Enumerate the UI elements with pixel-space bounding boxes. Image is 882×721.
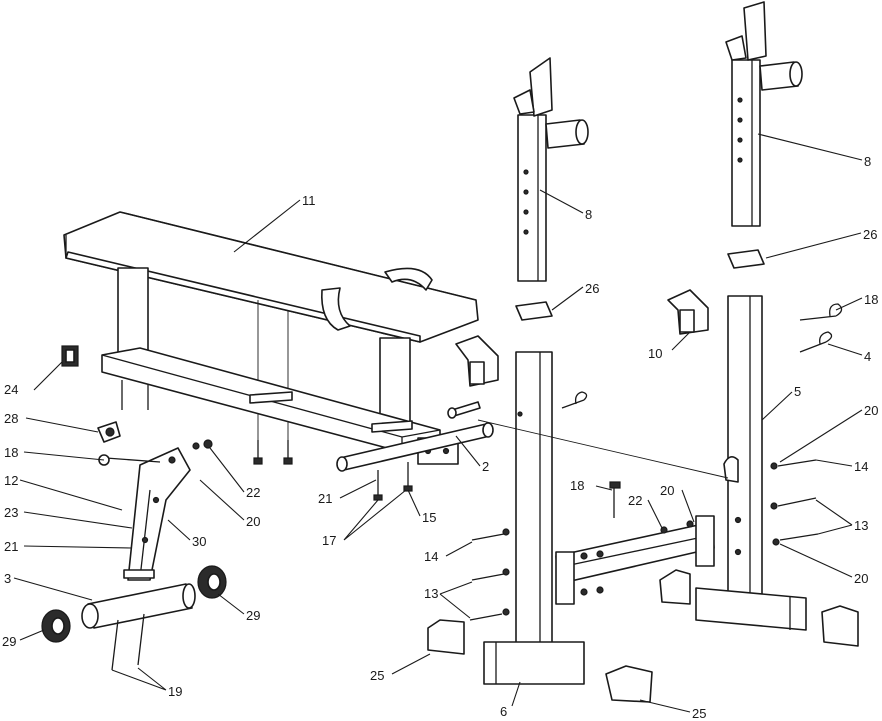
label-11: 11 <box>302 193 316 208</box>
label-21-center: 21 <box>318 491 332 506</box>
label-12: 12 <box>4 473 18 488</box>
cross-brace <box>555 515 715 605</box>
hardware-bolts-right <box>469 459 819 621</box>
label-20-left: 20 <box>246 514 260 529</box>
leg-support-post <box>98 447 191 581</box>
label-21-left: 21 <box>4 539 18 554</box>
label-6: 6 <box>500 704 507 719</box>
label-15: 15 <box>422 510 436 525</box>
foam-rollers <box>41 565 227 643</box>
leader-lines <box>13 133 863 713</box>
label-13-right: 13 <box>854 518 868 533</box>
label-18-left: 18 <box>4 445 18 460</box>
label-25-bottom: 25 <box>692 706 706 721</box>
part-labels: 11 8 8 26 26 18 4 10 5 20 14 13 20 24 28… <box>2 154 878 721</box>
label-20-bottom: 20 <box>854 571 868 586</box>
label-28: 28 <box>4 411 18 426</box>
label-19: 19 <box>168 684 182 699</box>
frame-bolts <box>121 380 413 501</box>
label-20-top: 20 <box>864 403 878 418</box>
pin-2 <box>447 401 481 419</box>
label-23: 23 <box>4 505 18 520</box>
right-upper-column <box>725 1 803 227</box>
right-upright-column <box>695 295 807 631</box>
label-29-left: 29 <box>2 634 16 649</box>
bench-pad <box>63 211 479 343</box>
bench-uprights <box>117 267 411 440</box>
label-8-right: 8 <box>864 154 871 169</box>
label-26-left: 26 <box>585 281 599 296</box>
label-22-left: 22 <box>246 485 260 500</box>
foot-caps <box>427 569 859 703</box>
label-14-left: 14 <box>424 549 438 564</box>
left-upper-column <box>513 57 589 282</box>
label-24: 24 <box>4 382 18 397</box>
small-hardware-left <box>61 345 213 450</box>
label-5: 5 <box>794 384 801 399</box>
label-18-center: 18 <box>570 478 584 493</box>
label-4: 4 <box>864 349 871 364</box>
label-22-center: 22 <box>628 493 642 508</box>
left-upright-column <box>483 351 585 685</box>
label-13-left: 13 <box>424 586 438 601</box>
label-29-right: 29 <box>246 608 260 623</box>
label-30: 30 <box>192 534 206 549</box>
label-3: 3 <box>4 571 11 586</box>
spacer-blocks <box>515 249 765 321</box>
label-17: 17 <box>322 533 336 548</box>
label-14-right: 14 <box>854 459 868 474</box>
label-20-center: 20 <box>660 483 674 498</box>
label-8-left: 8 <box>585 207 592 222</box>
front-tube <box>336 422 494 472</box>
leg-crossbar <box>81 583 196 671</box>
label-2: 2 <box>482 459 489 474</box>
label-25-left: 25 <box>370 668 384 683</box>
alignment-line <box>477 419 729 479</box>
brackets-and-hooks <box>455 289 843 518</box>
label-18-top: 18 <box>864 292 878 307</box>
label-10: 10 <box>648 346 662 361</box>
label-26-right: 26 <box>863 227 877 242</box>
